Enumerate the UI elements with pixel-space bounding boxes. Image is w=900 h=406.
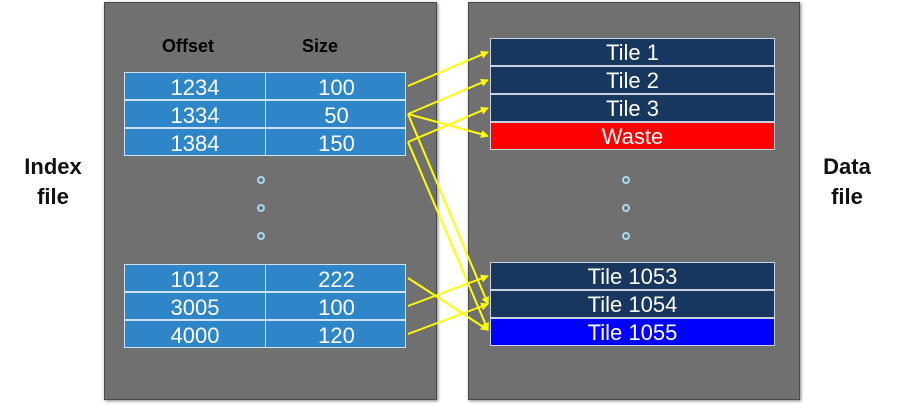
ellipsis-dot <box>257 176 265 184</box>
size-column-header: Size <box>302 36 339 56</box>
offset-column-header: Offset <box>162 36 215 56</box>
data-file-label-line1: Data <box>823 154 871 179</box>
arrow-3005-to-tile-1053 <box>407 274 489 307</box>
arrow-to-waste <box>407 113 489 139</box>
size-cell: 100 <box>318 75 355 100</box>
tile-2: Tile 2 <box>490 66 775 94</box>
size-cell: 120 <box>318 323 355 348</box>
arrow-1012-to-tile-1055 <box>407 277 489 331</box>
index-row: 1384 150 <box>124 128 406 156</box>
arrow-4000-to-tile-1054 <box>407 302 489 335</box>
index-row: 4000 120 <box>124 320 406 348</box>
tile-1: Tile 1 <box>490 38 775 66</box>
ellipsis-dot <box>622 232 630 240</box>
size-cell: 150 <box>318 131 355 156</box>
size-cell: 100 <box>318 295 355 320</box>
index-row: 3005 100 <box>124 292 406 320</box>
size-cell: 50 <box>324 103 349 128</box>
data-file-label: Data file <box>812 152 882 212</box>
ellipsis-dot <box>622 204 630 212</box>
offset-cell: 1012 <box>125 265 266 292</box>
arrow-1334-to-tile-2 <box>407 79 489 115</box>
index-file-label-line2: file <box>37 184 69 209</box>
index-row: 1234 100 <box>124 72 406 100</box>
index-file-label-line1: Index <box>24 154 82 179</box>
offset-cell: 1234 <box>125 73 266 100</box>
offset-cell: 1384 <box>125 129 266 156</box>
tile-1055: Tile 1055 <box>490 318 775 346</box>
index-file-label: Index file <box>18 152 88 212</box>
arrow-1384-to-tile-1055 <box>407 141 489 331</box>
arrow-1334-to-tile-1054 <box>407 113 489 305</box>
offset-cell: 1334 <box>125 101 266 128</box>
arrow-1234-to-tile-1 <box>407 51 489 87</box>
tile-3: Tile 3 <box>490 94 775 122</box>
tile-1054: Tile 1054 <box>490 290 775 318</box>
offset-cell: 3005 <box>125 293 266 320</box>
index-row: 1334 50 <box>124 100 406 128</box>
ellipsis-dot <box>257 232 265 240</box>
ellipsis-dot <box>257 204 265 212</box>
waste-block: Waste <box>490 122 775 150</box>
ellipsis-dot <box>622 176 630 184</box>
data-file-label-line2: file <box>831 184 863 209</box>
tile-1053: Tile 1053 <box>490 262 775 290</box>
size-cell: 222 <box>318 267 355 292</box>
index-row: 1012 222 <box>124 264 406 292</box>
offset-cell: 4000 <box>125 321 266 348</box>
